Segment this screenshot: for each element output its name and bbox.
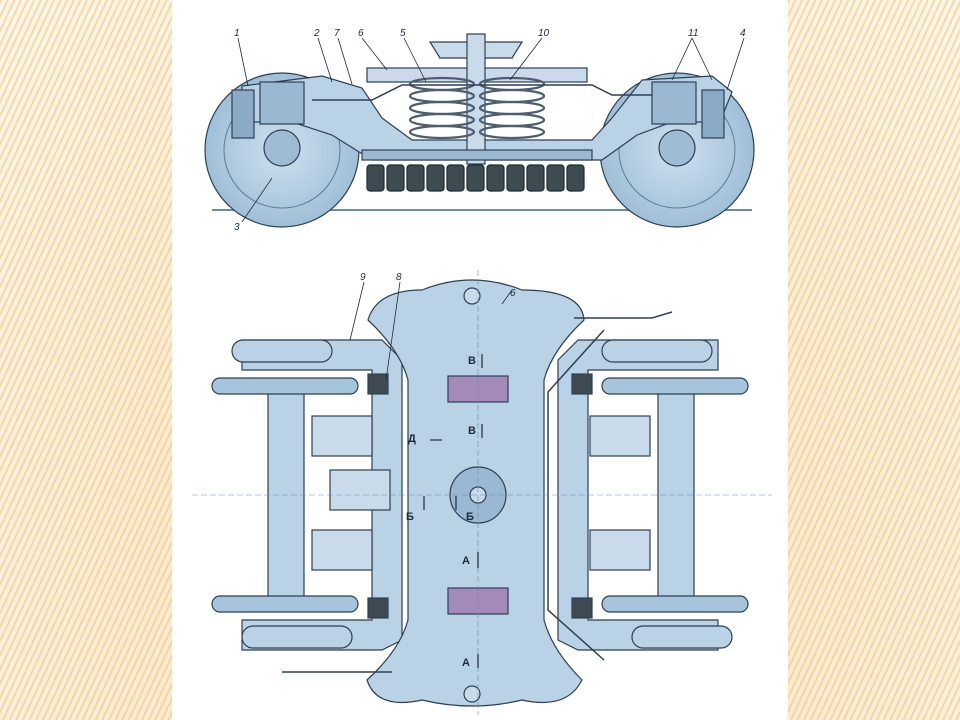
section-mark-d: Д [408,433,416,445]
callout-7: 7 [334,28,340,39]
callout-6-plan: 6 [510,288,516,299]
callout-3: 3 [234,222,240,233]
callout-8: 8 [396,272,402,283]
side-frame [241,75,733,161]
wheel-plan-bottom-left [211,595,359,613]
callout-9: 9 [360,272,366,283]
right-axle-hub [658,129,696,167]
wheel-plan-bottom-right [601,595,749,613]
traction-rod-top [231,339,333,363]
callout-6: 6 [358,28,364,39]
right-axlebox [651,81,697,125]
section-marks: В В Д Б Б А А [406,355,476,669]
section-mark-v-1: В [468,355,476,367]
brake-gear-left [311,415,391,571]
bogie-frame-plan [241,339,403,651]
callout-11: 11 [688,28,698,39]
callout-10: 10 [538,28,550,39]
traction-rod-bottom [631,625,733,649]
left-axle-hub [263,129,301,167]
wheel-plan-top-right [601,377,749,395]
central-spring-set [408,76,546,140]
bogie-drawing: 1 2 7 6 5 10 11 4 3 [192,28,772,715]
callout-4: 4 [740,28,746,39]
side-view-callouts: 1 2 7 6 5 10 11 4 3 [234,28,746,233]
section-mark-b-2: Б [466,511,474,523]
axlebox-guides [367,373,593,619]
plan-view-callouts: 9 8 6 [360,272,516,299]
section-mark-v-2: В [468,425,476,437]
brake-gear-right [589,415,651,571]
left-axlebox [259,81,305,125]
wheel-plan-top-left [211,377,359,395]
section-mark-a-1: А [462,555,470,567]
callout-5: 5 [400,28,406,39]
callout-1: 1 [234,28,240,39]
callout-2: 2 [313,28,320,39]
track-brake-blocks [366,164,585,192]
side-bearer-bottom [447,587,509,615]
section-mark-b-1: Б [406,511,414,523]
plan-view [211,279,749,707]
section-mark-a-2: А [462,657,470,669]
side-view [204,33,755,228]
